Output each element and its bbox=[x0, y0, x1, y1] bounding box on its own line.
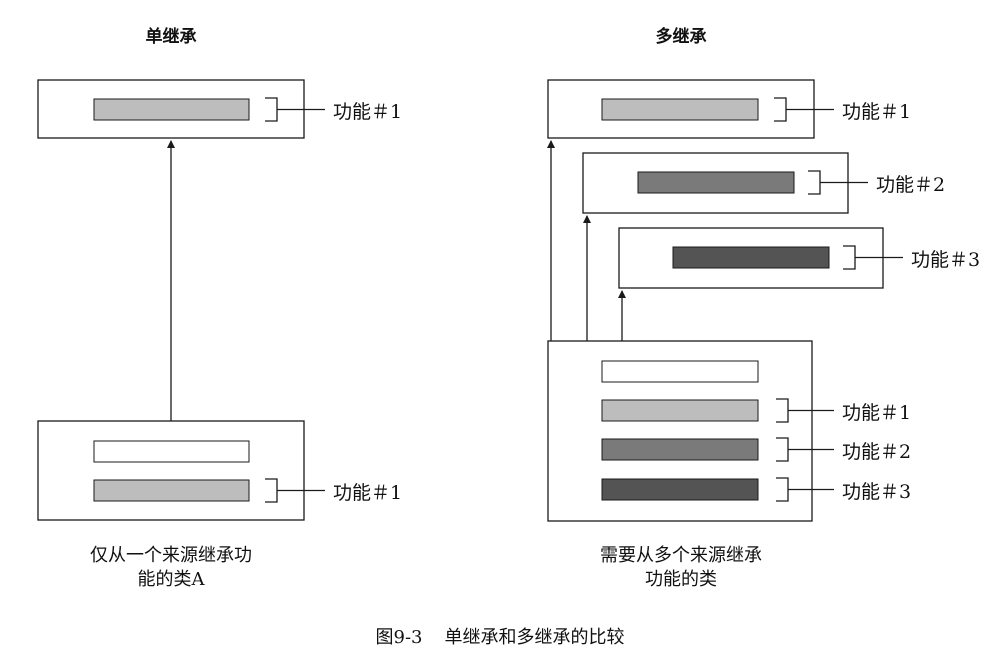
multi-parent3-feature3-bar bbox=[672, 246, 830, 269]
single-caption-line1: 仅从一个来源继承功 bbox=[90, 545, 252, 566]
single-inheritance-caption: 仅从一个来源继承功 能的类A bbox=[90, 544, 252, 592]
figure-title: 单继承和多继承的比较 bbox=[444, 627, 625, 648]
multi-parent1-feature1-bar bbox=[601, 98, 759, 121]
multi-parent3-bracket bbox=[843, 245, 903, 270]
multi-parent2-bracket bbox=[808, 170, 868, 195]
multi-child-feature1-bracket bbox=[776, 398, 834, 423]
multi-child-feature3-label: 功能＃3 bbox=[842, 481, 912, 503]
multi-parent2-label: 功能＃2 bbox=[876, 174, 946, 196]
single-inheritance-title: 单继承 bbox=[145, 27, 197, 47]
single-caption-line2: 能的类A bbox=[137, 569, 205, 590]
multi-child-feature3-bar bbox=[601, 478, 759, 501]
single-parent-feature1-bracket bbox=[265, 97, 325, 122]
multi-parent3-label: 功能＃3 bbox=[911, 249, 981, 271]
multiple-inheritance-title: 多继承 bbox=[655, 27, 707, 47]
multi-caption-line2: 功能的类 bbox=[645, 569, 717, 590]
multiple-inheritance-caption: 需要从多个来源继承 功能的类 bbox=[600, 544, 762, 592]
single-child-class-box bbox=[37, 420, 305, 521]
multi-parent1-bracket bbox=[774, 97, 834, 122]
single-parent-feature1-bar bbox=[93, 98, 250, 121]
multi-child-feature2-label: 功能＃2 bbox=[842, 441, 912, 463]
single-child-empty-bar bbox=[93, 440, 250, 463]
single-parent-feature1-label: 功能＃1 bbox=[333, 101, 403, 123]
single-child-feature1-bracket bbox=[265, 478, 325, 503]
multi-child-empty-bar bbox=[601, 360, 759, 383]
multi-child-feature2-bracket bbox=[776, 437, 834, 462]
multi-parent2-feature2-bar bbox=[637, 171, 795, 194]
single-child-feature1-label: 功能＃1 bbox=[333, 482, 403, 504]
single-child-feature1-bar bbox=[93, 479, 250, 502]
multi-child-feature1-label: 功能＃1 bbox=[842, 402, 912, 424]
figure-caption: 图9-3 单继承和多继承的比较 bbox=[376, 623, 625, 649]
multi-caption-line1: 需要从多个来源继承 bbox=[600, 545, 762, 566]
multi-child-feature1-bar bbox=[601, 399, 759, 422]
multi-parent1-label: 功能＃1 bbox=[842, 101, 912, 123]
multi-child-feature2-bar bbox=[601, 438, 759, 461]
figure-number: 图9-3 bbox=[375, 627, 423, 648]
multi-child-feature3-bracket bbox=[776, 477, 834, 502]
